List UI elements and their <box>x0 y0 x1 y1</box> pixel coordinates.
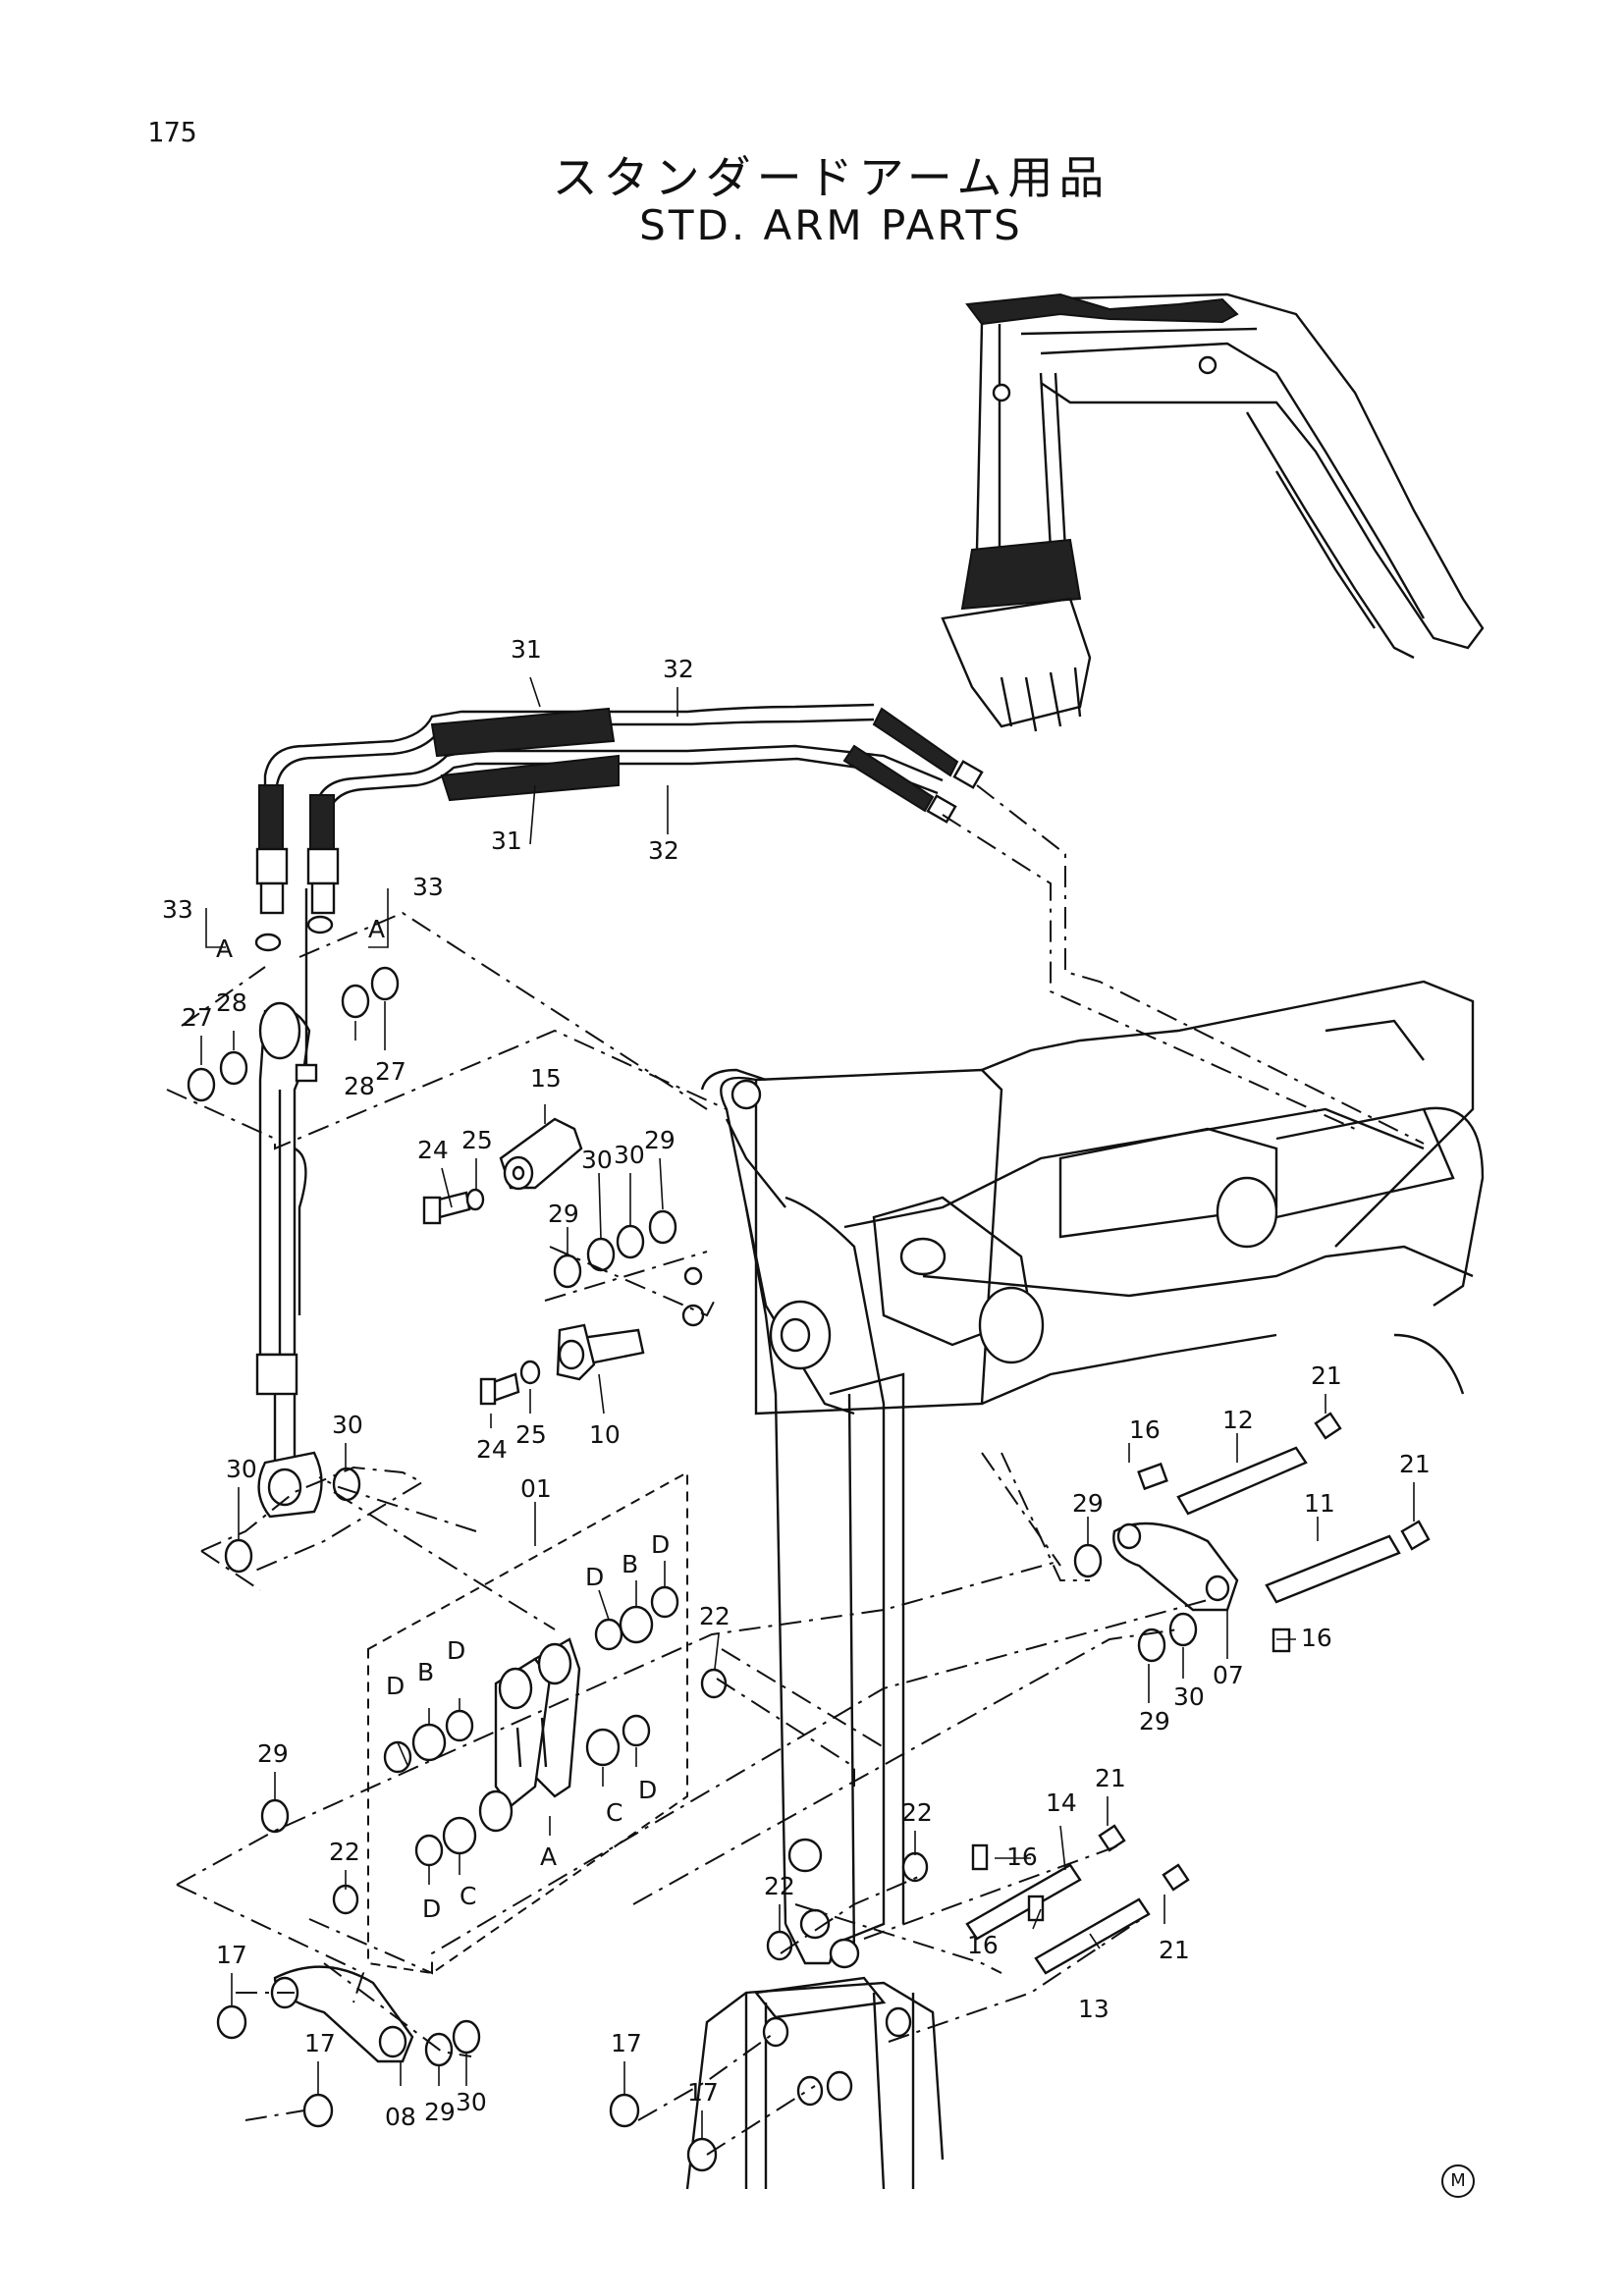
hose-assembly <box>255 703 984 915</box>
callout-28a: 28 <box>216 988 247 1017</box>
callout-17b: 17 <box>304 2029 336 2057</box>
link-08 <box>216 1965 718 2172</box>
link-07 <box>1112 1412 1431 1653</box>
pins-13-14 <box>965 1824 1190 1975</box>
leader-lines <box>200 676 1415 2140</box>
callout-11: 11 <box>1304 1489 1335 1518</box>
callout-14: 14 <box>1046 1789 1077 1817</box>
callout-25b: 25 <box>515 1420 547 1449</box>
callout-17a: 17 <box>216 1941 247 1969</box>
link-assembly-01 <box>367 1470 688 1975</box>
callout-24b: 24 <box>476 1435 508 1464</box>
callout-22c: 22 <box>901 1798 933 1827</box>
callout-29c: 29 <box>257 1739 289 1768</box>
callout-29d: 29 <box>1072 1489 1104 1518</box>
callout-13: 13 <box>1078 1995 1109 2023</box>
callout-30b: 30 <box>614 1141 645 1169</box>
callout-22d: 22 <box>764 1872 795 1900</box>
callout-12: 12 <box>1222 1406 1254 1434</box>
callout-01: 01 <box>520 1474 552 1503</box>
callout-32b: 32 <box>648 836 679 865</box>
callout-29b: 29 <box>644 1126 676 1154</box>
callout-22a: 22 <box>329 1838 360 1866</box>
callout-21a: 21 <box>1311 1362 1342 1390</box>
callout-33b: 33 <box>412 873 444 901</box>
callout-D2: D <box>651 1530 670 1559</box>
callout-29a: 29 <box>548 1200 579 1228</box>
callout-D6: D <box>422 1895 441 1923</box>
callout-16a: 16 <box>1129 1415 1161 1444</box>
bucket-cylinder <box>255 888 323 1519</box>
callout-27a: 27 <box>182 1003 213 1032</box>
callout-15: 15 <box>530 1064 562 1093</box>
callout-21c: 21 <box>1095 1764 1126 1792</box>
callout-30d: 30 <box>332 1411 363 1439</box>
callout-B2: B <box>417 1658 434 1686</box>
callout-B1: B <box>622 1550 638 1578</box>
arm-pin-icon <box>992 383 1011 402</box>
callout-33a: 33 <box>162 895 193 924</box>
callout-31b: 31 <box>491 827 522 855</box>
callout-D3: D <box>386 1672 405 1700</box>
callout-17c: 17 <box>611 2029 642 2057</box>
callout-27b: 27 <box>375 1057 406 1086</box>
callout-labels: 31 31 32 32 33 33 A A 27 28 28 27 15 24 … <box>162 635 1431 2131</box>
callout-29e: 29 <box>1139 1707 1170 1735</box>
callout-28b: 28 <box>344 1072 375 1100</box>
callout-29f: 29 <box>424 2098 456 2126</box>
callout-A-right: A <box>368 915 385 943</box>
machine-overview-inset <box>941 293 1485 732</box>
callout-16c: 16 <box>1006 1842 1038 1871</box>
corner-mark: M <box>1441 2164 1475 2198</box>
pin-10 <box>479 1323 645 1406</box>
title-english: STD. ARM PARTS <box>639 201 1023 249</box>
callout-30c: 30 <box>226 1455 257 1483</box>
callout-21d: 21 <box>1159 1936 1190 1964</box>
callout-D5: D <box>638 1776 657 1804</box>
callout-30f: 30 <box>456 2088 487 2116</box>
callout-16b: 16 <box>1301 1624 1332 1652</box>
callout-32a: 32 <box>663 655 694 683</box>
page-number: 175 <box>147 116 197 148</box>
callout-22b: 22 <box>699 1602 730 1630</box>
callout-D1: D <box>585 1563 604 1591</box>
callout-07: 07 <box>1213 1661 1244 1689</box>
callout-31a: 31 <box>511 635 542 664</box>
callout-30e: 30 <box>1173 1682 1205 1711</box>
callout-A-left: A <box>216 934 233 963</box>
callout-C1: C <box>606 1798 622 1827</box>
callout-10: 10 <box>589 1420 621 1449</box>
callout-C2: C <box>460 1882 476 1910</box>
reference-lines <box>166 911 1209 2156</box>
callout-21b: 21 <box>1399 1450 1431 1478</box>
callout-16d: 16 <box>967 1931 999 1959</box>
callout-24a: 24 <box>417 1136 449 1164</box>
callout-30a: 30 <box>581 1146 613 1174</box>
arm-structure <box>681 980 1485 2190</box>
callout-17d: 17 <box>687 2078 719 2107</box>
callout-D4: D <box>447 1636 465 1665</box>
title-japanese: スタンダードアーム用品 <box>552 151 1110 204</box>
callout-25a: 25 <box>461 1126 493 1154</box>
washers <box>187 915 1198 2067</box>
callout-08: 08 <box>385 2103 416 2131</box>
pin-15 <box>422 1117 583 1225</box>
callout-A-link: A <box>540 1842 557 1871</box>
